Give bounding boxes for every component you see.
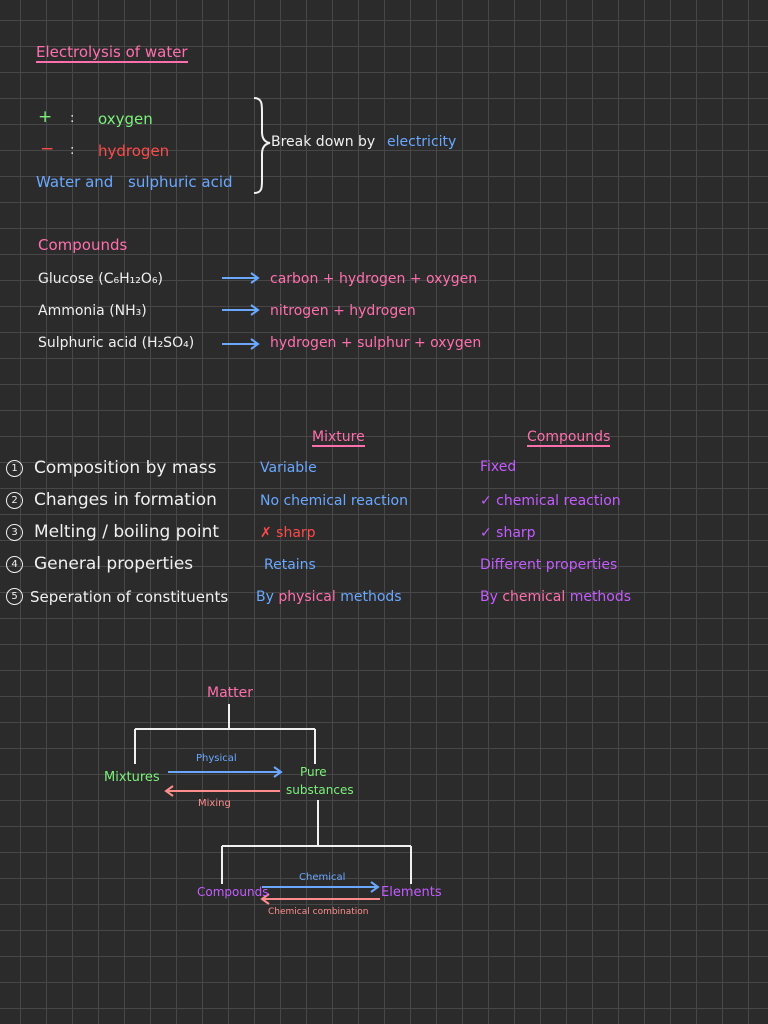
row-number-badge: 3 [6,524,23,541]
mixture-header: Mixture [312,429,365,447]
page-title: Electrolysis of water [36,43,188,63]
mixture-value-by: By [256,589,274,605]
property-label: Seperation of constituents [30,588,229,606]
compound-result: carbon + hydrogen + oxygen [270,271,478,287]
compound-name: Ammonia (NH₃) [38,303,147,319]
colon: : [70,143,75,158]
arrow-icon [222,272,260,284]
anode-product: oxygen [98,110,153,128]
brace-note-highlight: electricity [387,134,457,150]
matter-label: Matter [207,685,254,701]
compound-value: Different properties [480,557,618,573]
water-label: Water and [36,173,114,191]
mixture-value: Variable [260,460,317,476]
acid-label: sulphuric acid [128,173,233,191]
compound-value: ✓ chemical reaction [480,493,621,509]
compounds-header: Compounds [527,429,611,447]
arrow-icon [222,304,260,316]
row-number-badge: 4 [6,556,23,573]
chemical-arrow-icon [262,881,380,893]
row-number-badge: 5 [6,588,23,605]
compound-result: hydrogen + sulphur + oxygen [270,335,482,351]
mixture-value: No chemical reaction [260,493,408,509]
mixture-value: By physical methods [256,590,402,604]
substances-label: substances [286,783,354,797]
curly-brace [253,97,271,194]
minus-symbol: − [40,139,55,159]
compound-value-chemical: chemical [502,589,566,605]
mixture-value-physical: physical [278,589,336,605]
plus-symbol: + [38,107,53,127]
compound-value-methods: methods [569,589,632,605]
mixture-value-methods: methods [340,589,402,605]
arrow-icon [222,338,260,350]
property-label: Melting / boiling point [34,522,220,542]
row-number-badge: 1 [6,460,23,477]
chemical-combination-label: Chemical combination [268,907,369,917]
physical-label: Physical [196,753,237,764]
mixture-value: ✗ sharp [260,525,316,541]
row-number-badge: 2 [6,492,23,509]
compound-name: Sulphuric acid (H₂SO₄) [38,335,195,351]
compound-value: Fixed [480,459,517,475]
tree-connector [134,704,412,884]
compound-name: Glucose (C₆H₁₂O₆) [38,271,163,287]
compound-value: ✓ sharp [480,525,536,541]
compound-value-by: By [480,589,498,605]
compound-value: By chemical methods [480,590,631,604]
mixtures-label: Mixtures [104,770,160,785]
compounds-node: Compounds [197,885,269,899]
mixture-value: Retains [264,557,316,573]
chemical-label: Chemical [299,872,346,883]
colon: : [70,111,75,126]
elements-node: Elements [381,885,442,900]
property-label: Composition by mass [34,458,217,478]
compound-result: nitrogen + hydrogen [270,303,416,319]
mixing-label: Mixing [198,798,231,809]
property-label: Changes in formation [34,490,217,510]
cathode-product: hydrogen [98,142,170,160]
brace-note: Break down by [271,134,376,150]
physical-arrow-icon [168,766,283,778]
combination-arrow-icon [260,893,380,905]
mixing-arrow-icon [164,785,280,797]
property-label: General properties [34,554,194,574]
compounds-heading: Compounds [38,236,128,254]
pure-label: Pure [300,765,327,779]
